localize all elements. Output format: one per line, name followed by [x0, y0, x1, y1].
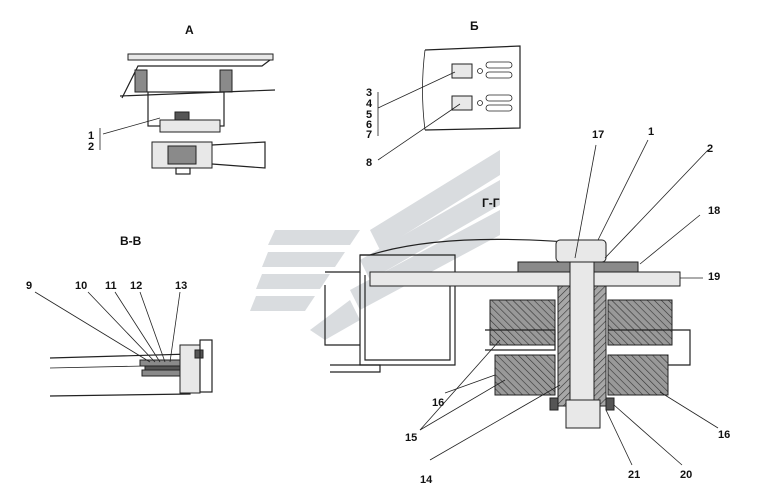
view-v-callout-13: 13 [175, 280, 187, 292]
view-v-callout-11: 11 [105, 280, 117, 292]
view-g-callout-16-left: 16 [432, 397, 444, 409]
view-b-callout-7: 7 [366, 129, 372, 141]
view-a-frame-bottom [119, 89, 276, 97]
view-g-nut [565, 399, 601, 429]
view-b-panel [424, 45, 521, 131]
watermark-logo [250, 150, 500, 340]
view-b-callout-4: 4 [366, 98, 373, 110]
view-g-leader-15-b [419, 379, 506, 431]
view-v-leader-11 [114, 291, 161, 363]
view-g-callout-2: 2 [707, 143, 713, 155]
view-v-callout-10: 10 [75, 280, 87, 292]
view-b-break-line [422, 49, 426, 131]
view-b: Б 3 4 5 6 7 8 [366, 19, 521, 169]
view-a: А 1 2 [88, 23, 276, 175]
view-g-leader-1 [597, 139, 649, 241]
view-v-leader-9 [34, 291, 151, 363]
view-a-left-bracket [134, 69, 148, 93]
view-b-slot-3 [485, 94, 513, 102]
view-g-leader-17 [574, 144, 597, 259]
view-g-leader-15-a [419, 339, 501, 431]
view-b-hole-upper [477, 68, 483, 74]
view-g-title: Г-Г [482, 196, 500, 210]
view-g-callout-18: 18 [708, 205, 720, 217]
view-v-plate [144, 365, 184, 371]
view-g-plate [369, 271, 681, 287]
view-g-sleeve-right [593, 285, 607, 407]
view-v-leader-12 [139, 291, 166, 363]
view-b-plate-lower [451, 95, 473, 111]
view-v-callout-12: 12 [130, 280, 142, 292]
view-b-title: Б [470, 19, 479, 33]
view-g-callout-15: 15 [405, 432, 417, 444]
view-g-channel-inner [364, 275, 451, 361]
view-g-leader-18 [639, 214, 701, 265]
view-g-callout-21: 21 [628, 469, 640, 481]
view-g-callout-1: 1 [648, 126, 654, 138]
view-g-callout-20: 20 [680, 469, 692, 481]
view-b-callout-8: 8 [366, 157, 372, 169]
view-a-leader-1 [102, 117, 161, 135]
view-g-cushion-lower-right [607, 354, 669, 396]
view-a-axle-beam [211, 141, 266, 169]
view-a-hub-cap [175, 167, 191, 175]
view-g-callout-19: 19 [708, 271, 720, 283]
view-g-leader-2 [604, 149, 709, 259]
view-v: В-В 9 10 11 12 13 [26, 234, 213, 397]
view-g-channel-top [360, 254, 456, 272]
view-v-leader-10 [87, 291, 156, 363]
view-v-bolt [194, 349, 204, 359]
view-a-bolt [174, 111, 190, 121]
view-b-callout-5: 5 [366, 109, 372, 121]
view-b-callout-3: 3 [366, 87, 372, 99]
view-g-bracket-left [485, 329, 556, 351]
view-g-leader-16-left [444, 374, 496, 394]
view-g-leader-21 [605, 409, 633, 466]
view-b-leader-stack [377, 71, 456, 109]
view-b-slot-2 [485, 71, 513, 79]
view-b-slot-4 [485, 104, 513, 112]
view-g-frame-base [330, 364, 381, 373]
view-g-cushion-lower-left [494, 354, 556, 396]
view-g-leader-14 [429, 384, 561, 461]
view-g-cushion-upper-left [489, 299, 556, 346]
view-b-slot-1 [485, 61, 513, 69]
view-g-cushion-upper-right [607, 299, 673, 346]
view-a-callout-1: 1 [88, 130, 94, 142]
view-v-title: В-В [120, 234, 142, 248]
view-g-sleeve-left [557, 285, 571, 407]
view-g-callout-17: 17 [592, 129, 604, 141]
view-b-callout-6: 6 [366, 119, 372, 131]
view-g: Г-Г [324, 126, 730, 486]
view-g-callout-14: 14 [420, 474, 433, 486]
view-v-leader-13 [169, 291, 181, 363]
view-g-washer-right [605, 397, 615, 411]
view-b-leader-8 [377, 103, 461, 161]
view-g-leader-20 [613, 404, 683, 466]
view-a-callout-2: 2 [88, 141, 94, 153]
view-g-callout-16-right: 16 [718, 429, 730, 441]
view-g-frame-left [324, 285, 360, 346]
view-a-hub-core [167, 145, 197, 165]
view-b-hole-lower [477, 100, 483, 106]
view-v-cushion-top [139, 359, 185, 367]
view-v-cushion-bottom [141, 369, 185, 377]
view-g-leader-16-right [659, 391, 719, 429]
view-a-frame-line [121, 59, 271, 99]
view-g-washer-left [549, 397, 559, 411]
view-a-top-plate [127, 53, 274, 61]
view-a-mount-pad [159, 119, 221, 133]
view-b-plate-upper [451, 63, 473, 79]
view-a-right-bracket [219, 69, 233, 93]
view-v-side-plate [199, 339, 213, 393]
view-g-bolt-shank [569, 261, 595, 413]
view-a-title: А [185, 23, 194, 37]
view-g-bolt-head [555, 239, 607, 263]
view-v-callout-9: 9 [26, 280, 32, 292]
